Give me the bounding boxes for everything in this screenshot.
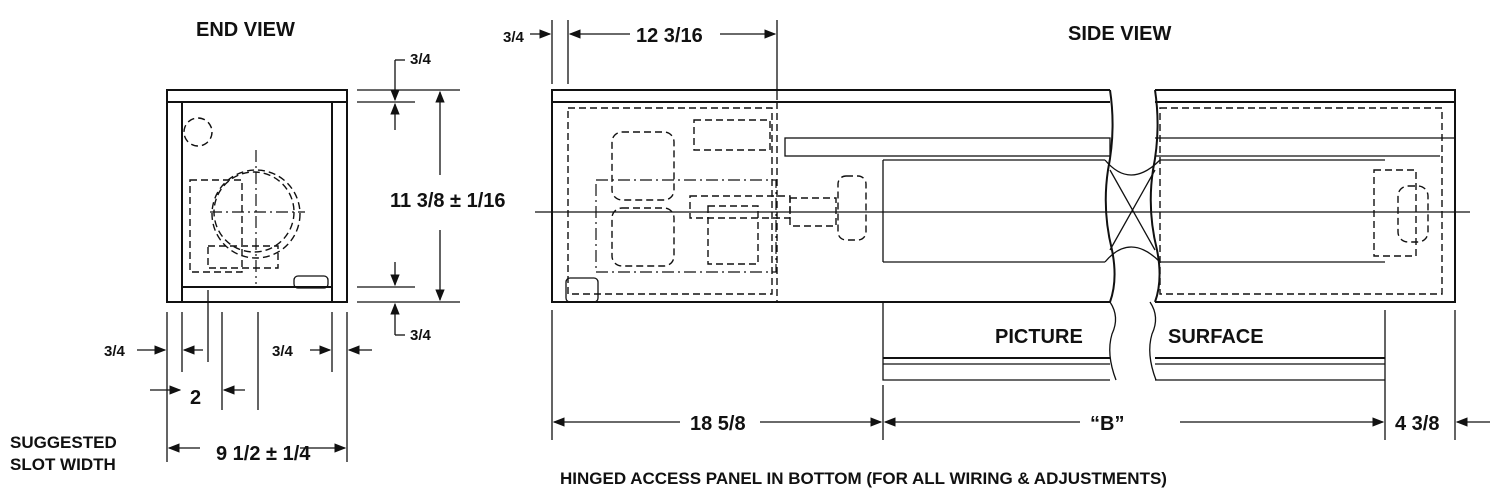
dim-height: 11 3/8 ± 1/16 [390, 190, 506, 212]
dim-end-bottom: 3/4 [410, 327, 432, 344]
slot-width-label: SLOT WIDTH [10, 455, 116, 474]
suggested-label: SUGGESTED [10, 433, 117, 452]
end-view-outline [166, 89, 348, 303]
hinged-panel-note: HINGED ACCESS PANEL IN BOTTOM (FOR ALL W… [560, 469, 1167, 488]
dim-18-5-8: 18 5/8 [690, 413, 746, 435]
dim-end-right: 3/4 [272, 343, 294, 360]
dim-4-3-8: 4 3/8 [1395, 413, 1439, 435]
small-hole [183, 117, 213, 147]
dim-end-top: 3/4 [410, 51, 432, 68]
picture-label: PICTURE [995, 326, 1083, 348]
dim-slot: 9 1/2 ± 1/4 [216, 443, 311, 465]
dim-2: 2 [190, 387, 201, 409]
dim-top-left: 3/4 [503, 29, 525, 46]
dim-b: “B” [1090, 413, 1124, 435]
motor-circle [211, 169, 301, 259]
side-view-dimensions [530, 20, 1490, 440]
end-view-dimensions [137, 59, 460, 462]
end-view-title: END VIEW [196, 19, 295, 41]
dim-12-3-16: 12 3/16 [636, 25, 703, 47]
end-view [166, 89, 348, 303]
surface-label: SURFACE [1168, 326, 1264, 348]
side-view [551, 89, 1456, 381]
dim-end-left: 3/4 [104, 343, 126, 360]
motor-outline [611, 131, 675, 201]
side-view-title: SIDE VIEW [1068, 23, 1171, 45]
